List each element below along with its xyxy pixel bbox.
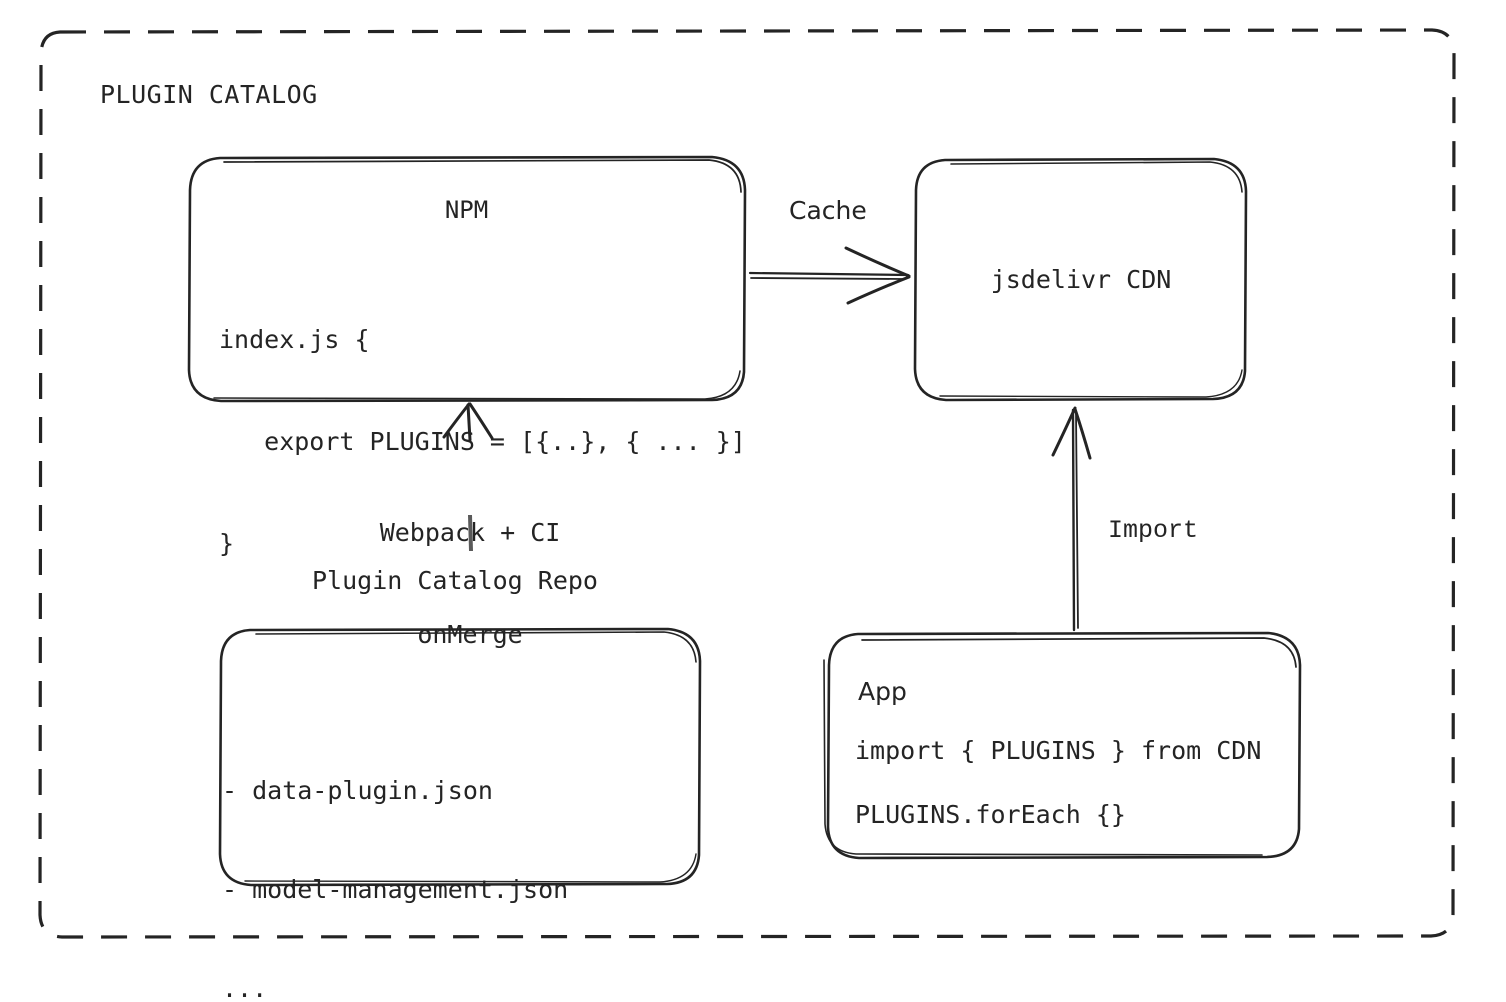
plugin-catalog-title: PLUGIN CATALOG	[100, 80, 318, 109]
edge-label-import: Import	[1108, 516, 1199, 545]
app-node-code-line: PLUGINS.forEach {}	[855, 800, 1126, 829]
repo-list-item: - data-plugin.json	[222, 776, 493, 805]
edge-label-cache: Cache	[789, 196, 867, 225]
repo-list-item: - model-management.json	[222, 875, 569, 904]
npm-node-code: index.js { export PLUGINS = [{..}, { ...…	[219, 255, 746, 629]
cdn-node-title: jsdelivr CDN	[990, 265, 1172, 294]
npm-code-line: index.js {	[219, 325, 370, 354]
repo-list-item: ...	[222, 974, 268, 1002]
repo-node-caption: Plugin Catalog Repo	[312, 566, 598, 595]
edge-label-webpack-ci-line1: Webpack + CI	[379, 518, 561, 547]
edge-npm-to-cdn-arrow	[748, 246, 911, 305]
edge-label-webpack-ci-line2: onMerge	[417, 620, 523, 649]
app-node-code-line: import { PLUGINS } from CDN	[855, 736, 1262, 765]
edge-app-to-cdn-arrow	[1051, 406, 1092, 632]
app-node-title: App	[858, 677, 907, 706]
npm-code-line: }	[219, 529, 235, 558]
npm-node-title: NPM	[444, 196, 489, 224]
edge-label-webpack-ci: Webpack + CI onMerge	[330, 448, 610, 720]
repo-node-list: - data-plugin.json - model-management.js…	[222, 708, 568, 1002]
npm-code-line: export PLUGINS = [{..}, { ... }]	[219, 427, 746, 456]
